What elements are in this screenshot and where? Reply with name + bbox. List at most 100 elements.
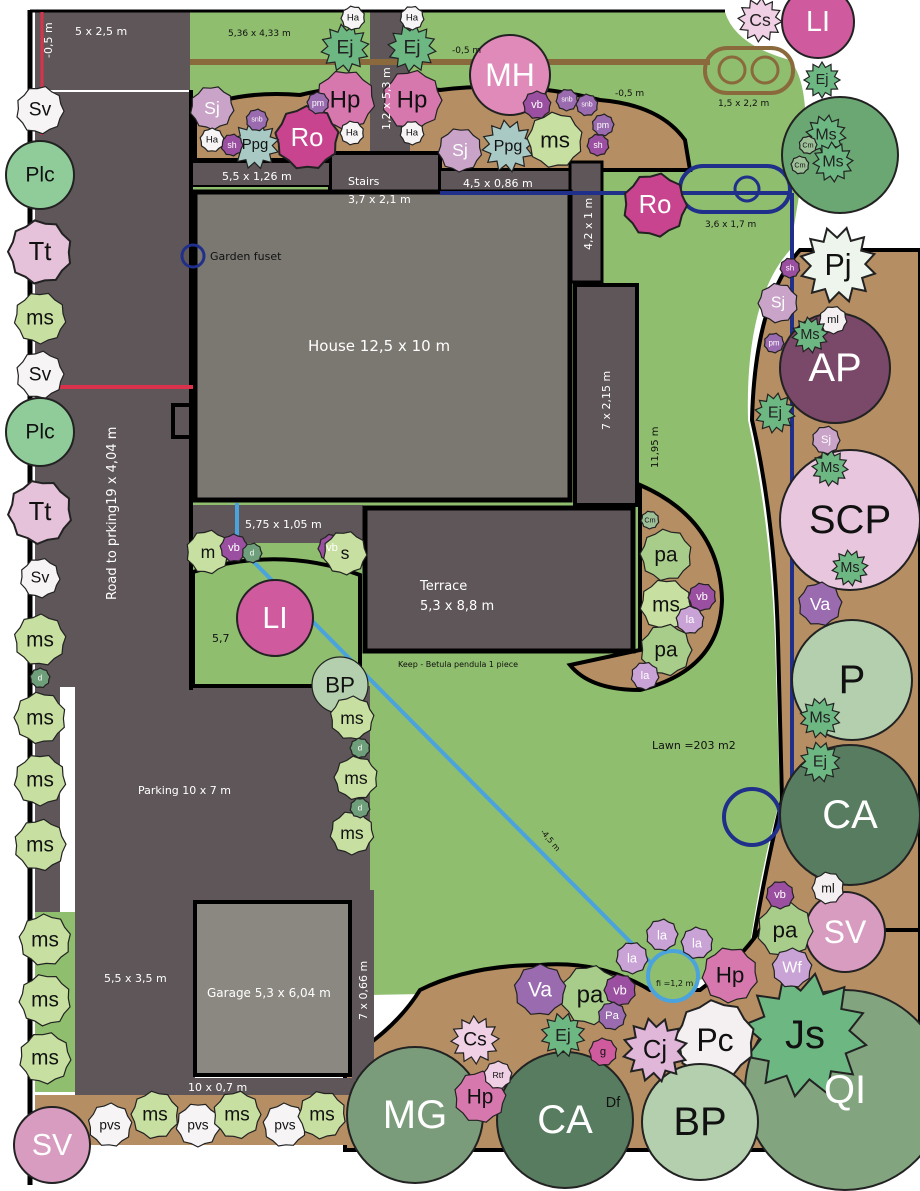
plant-pvs-shape [87,1102,133,1147]
plant-ms-shape [13,754,67,807]
plant-ms-shape [13,613,67,666]
label-terrace-strip: 5,75 x 1,05 m [245,518,322,531]
plant-label: Ms [815,127,836,144]
plant-label: pvs [187,1118,208,1133]
plant-label: d [38,674,42,683]
label-garage: Garage 5,3 x 6,04 m [207,986,331,1000]
plant-label: Ej [816,72,829,88]
plant-label: Hp [330,87,361,114]
plant-ms-shape [213,1090,262,1140]
garage [193,900,352,1077]
plant-cm-shape [790,155,810,175]
label-strip-right: 4,5 x 0,86 m [463,177,533,190]
plant-label: ms [340,823,364,843]
label-top-lawn: 5,36 x 4,33 m [228,29,291,39]
plant-label: Plc [25,421,54,444]
plant-ms-shape [14,818,67,872]
plant-label: Cj [643,1036,667,1064]
plant-ej-shape [387,23,437,73]
plant-label: la [692,936,703,951]
label-garden-faucet: Garden fuset [210,250,282,263]
oval-feature-ring [733,175,761,203]
plant-label: Wf [782,960,802,977]
top-left-paving [35,12,190,90]
label-top-left-level: -0,5 m [42,22,55,58]
plant-label: Ms [840,560,859,576]
plant-ml-shape [818,305,848,335]
plant-label: CA [822,793,878,837]
label-level-1: -0,5 m [452,46,481,56]
plant-vb-shape [687,582,717,612]
label-pond: fi =1,2 m [656,979,694,988]
label-terrace-title: Terrace [419,579,467,594]
plant-va-shape [798,581,843,626]
plant-plc-shape [5,397,75,467]
plant-ms-shape [333,755,378,801]
plant-label: Ha [347,13,360,24]
plant-label: sh [593,140,602,150]
plant-label: Hp [716,963,745,988]
plant-label: Ej [555,1025,571,1045]
plant-label: Ha [206,135,219,146]
plant-la-shape [675,605,705,634]
plant-label: d [358,744,362,753]
plant-bp-shape [641,1063,759,1181]
plant-ro-shape [623,172,689,238]
plant-label: P [839,658,866,702]
plant-la-shape [680,926,714,960]
plant-li-shape [236,579,314,657]
plant-ms-shape [831,549,869,587]
plant-ha-shape [199,127,225,152]
plant-ms-shape [526,111,583,168]
plant-label: Ha [346,128,359,139]
plant-pa-shape [597,1001,627,1031]
plant-la-shape [646,918,679,952]
plant-pa-shape [639,528,692,582]
plant-sv-shape [20,557,61,599]
plant-ms-shape [130,1090,179,1140]
plant-label: Ej [403,38,420,59]
plant-label: la [657,928,668,943]
plant-snb-shape [245,108,269,132]
plant-label: Ms [822,154,843,171]
plant-label: pvs [99,1118,120,1133]
plant-sj-shape [189,86,235,131]
plant-pj-shape [799,226,877,304]
label-small-lawn: 5,7 [212,632,230,645]
plant-cs-shape [736,0,784,44]
label-left-block: 5,5 x 3,5 m [104,972,167,985]
path-end-ring [717,55,747,85]
plant-snb-shape [575,93,599,117]
plant-label: SCP [809,498,891,542]
plant-ml-shape [811,871,844,905]
plant-label: d [250,549,254,558]
label-parking: Parking 10 x 7 m [138,784,231,797]
plant-label: snb [581,102,592,109]
plant-label: Cm [644,516,655,525]
plant-label: pm [597,120,609,130]
plant-sh-shape [779,257,801,279]
plant-label: Ppg [494,137,523,155]
plant-d-shape [349,737,371,759]
plant-sj-shape [757,282,798,324]
plant-label: Pj [824,248,851,282]
side-bed-paving [568,160,604,284]
plant-cm-shape [798,135,818,155]
plant-label: snb [561,97,572,104]
plant-label: vb [531,99,543,111]
label-keep-note: Keep - Betula pendula 1 piece [398,660,518,669]
plant-hp-shape [701,947,758,1004]
plant-vb-shape [603,973,636,1007]
plant-label: s [341,543,350,563]
plant-label: ms [31,1047,59,1070]
plant-d-shape [29,667,51,689]
plant-label: LI [806,6,830,38]
label-bottom-strip: 10 x 0,7 m [188,1081,247,1094]
plant-ha-shape [340,5,366,31]
plant-sh-shape [586,133,610,157]
plant-label: Df [606,1095,621,1111]
plant-label: ms [26,834,54,857]
plant-label: Cm [802,141,813,150]
plant-label: pvs [274,1118,295,1133]
plant-ms-shape [791,316,829,354]
